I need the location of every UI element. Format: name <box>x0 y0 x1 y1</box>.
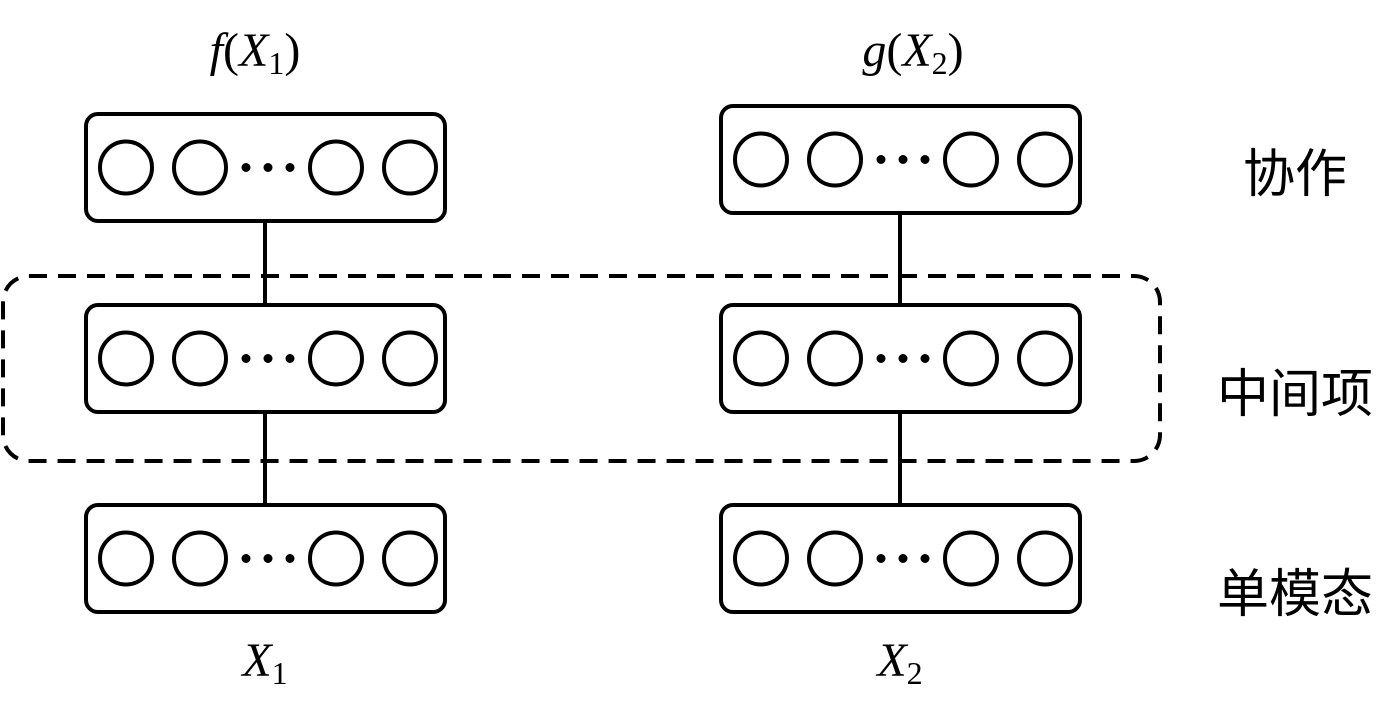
right-top-node-4 <box>1017 131 1073 188</box>
left-bottom-ellipsis-dot-1 <box>241 554 251 563</box>
right-top-node-1 <box>733 131 789 188</box>
left-bottom-node-1 <box>98 530 154 587</box>
left-top-node-2 <box>172 139 228 196</box>
layer-boxes <box>84 104 1082 614</box>
left-top-ellipsis-dot-3 <box>285 163 295 172</box>
right-bottom-ellipsis-dot-1 <box>876 554 886 563</box>
left-top-ellipsis-dot-1 <box>241 163 251 172</box>
right-middle-node-4 <box>1017 330 1073 387</box>
right-bottom-node-4 <box>1017 530 1073 587</box>
middle-layer-group-outline <box>1 274 1162 463</box>
right-top-ellipsis-dot-1 <box>876 155 886 164</box>
right-top-ellipsis-dot-2 <box>898 155 908 164</box>
right-middle-node-3 <box>943 330 999 387</box>
right-bottom-node-3 <box>943 530 999 587</box>
left-bottom-node-4 <box>382 530 438 587</box>
left-middle-ellipsis-dot-1 <box>241 354 251 363</box>
left-bottom-node-3 <box>308 530 364 587</box>
left-input-label: X1 <box>240 634 287 691</box>
right-output-label: g(X2) <box>862 24 963 81</box>
left-top-node-3 <box>308 139 364 196</box>
left-middle-node-2 <box>172 330 228 387</box>
right-bottom-ellipsis-dot-2 <box>898 554 908 563</box>
left-bottom-ellipsis-dot-2 <box>263 554 273 563</box>
left-bottom-node-2 <box>172 530 228 587</box>
left-top-ellipsis-dot-2 <box>263 163 273 172</box>
right-top-node-3 <box>943 131 999 188</box>
layer-label-intermediate: 中间项 <box>1217 365 1373 425</box>
right-middle-node-1 <box>733 330 789 387</box>
right-bottom-ellipsis-dot-3 <box>920 554 930 563</box>
left-middle-ellipsis-dot-3 <box>285 354 295 363</box>
right-bottom-node-2 <box>807 530 863 587</box>
left-middle-node-4 <box>382 330 438 387</box>
left-middle-node-1 <box>98 330 154 387</box>
left-middle-node-3 <box>308 330 364 387</box>
right-middle-ellipsis-dot-1 <box>876 354 886 363</box>
right-bottom-node-1 <box>733 530 789 587</box>
right-middle-ellipsis-dot-2 <box>898 354 908 363</box>
right-top-node-2 <box>807 131 863 188</box>
layer-label-collaboration: 协作 <box>1243 145 1347 205</box>
left-bottom-ellipsis-dot-3 <box>285 554 295 563</box>
left-middle-ellipsis-dot-2 <box>263 354 273 363</box>
left-top-node-1 <box>98 139 154 196</box>
right-middle-node-2 <box>807 330 863 387</box>
right-input-label: X2 <box>875 634 922 691</box>
left-output-label: f(X1) <box>210 24 301 81</box>
right-top-ellipsis-dot-3 <box>920 155 930 164</box>
layer-label-unimodal: 单模态 <box>1217 565 1373 625</box>
right-middle-ellipsis-dot-3 <box>920 354 930 363</box>
left-top-node-4 <box>382 139 438 196</box>
